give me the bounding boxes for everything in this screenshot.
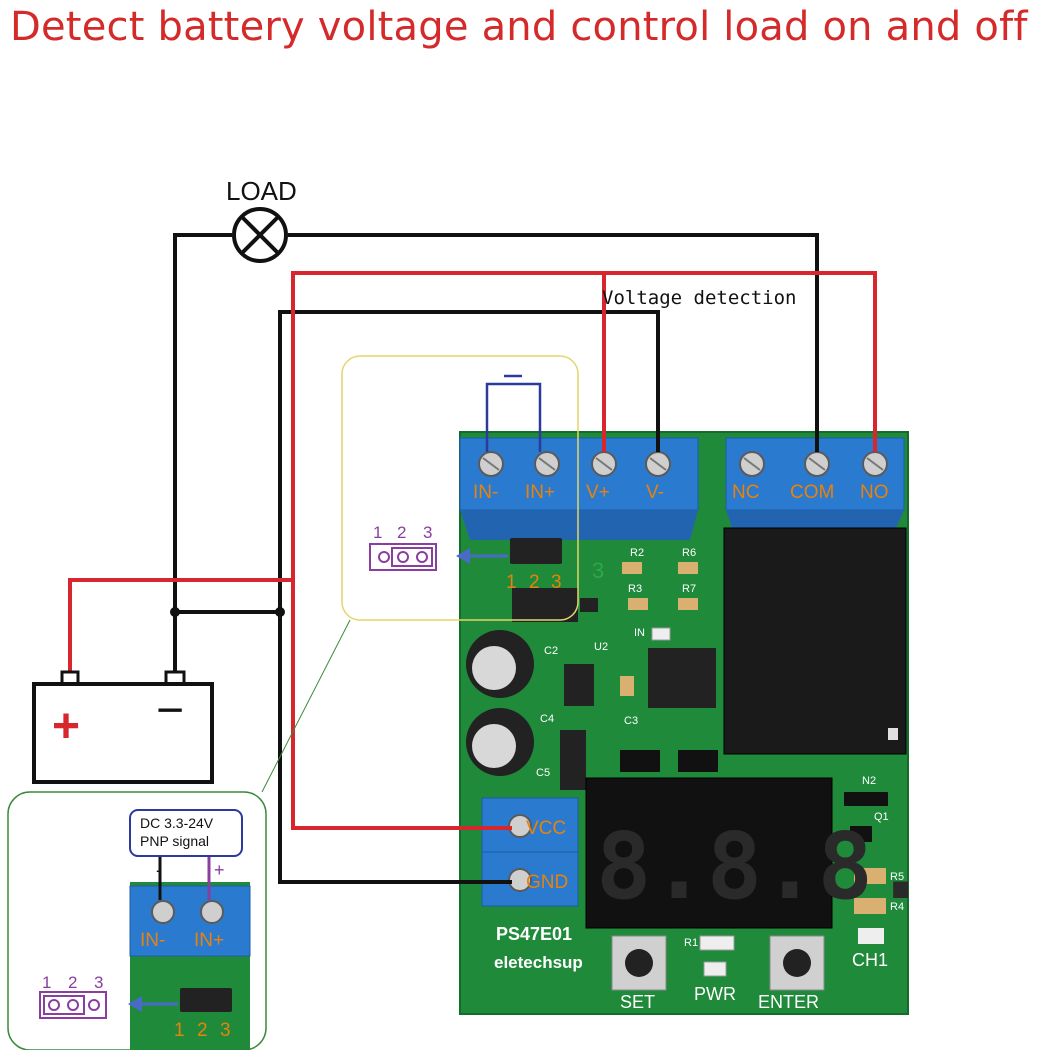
silk-c2: C2 [544,645,558,657]
terminal-label-in-plus: IN+ [525,482,555,503]
inset-board-pin-3: 3 [220,1020,231,1041]
battery-icon [32,670,214,784]
inset-board-pin-1: 1 [174,1020,185,1041]
jumper-header [510,538,562,564]
capacitor-1 [466,630,534,698]
wire-battery-plus-red [68,578,293,672]
inset-jumper-pin-3: 3 [94,973,103,992]
terminal-label-v-minus: V- [646,482,664,503]
display-digits: 8.8.8. [596,813,928,920]
inset-jumper-setting-1-2 [39,991,107,1019]
voltage-detection-label: Voltage detection [602,287,796,309]
battery-plus-sign: + [52,700,80,753]
wire-no-red [293,271,877,452]
jumper-pin-1: 1 [373,523,382,542]
button-label-set: SET [620,992,655,1012]
silk-c3: C3 [624,715,638,727]
button-label-pwr: PWR [694,984,736,1004]
indicator-label-ch1: CH1 [852,950,888,970]
wire-in-short [485,382,542,452]
inset-terminal-block [129,885,251,957]
wire-gnd-black [278,310,660,884]
terminal-label-vcc: VCC [526,818,566,839]
terminal-label-gnd: GND [526,872,568,893]
jumper-pin-3: 3 [423,523,432,542]
silk-c4: C4 [540,713,554,725]
jumper-highlight-box [341,355,579,621]
board-pin-3: 3 [551,572,562,593]
wire-load-to-battery-minus [173,233,232,672]
load-lamp-icon [232,207,288,263]
inset-arrow-left-icon [128,996,178,1012]
jumper-pin-2: 2 [397,523,406,542]
silk-r5: R5 [890,871,904,883]
silk-r4: R4 [890,901,904,913]
inset-board-pin-2: 2 [197,1020,208,1041]
silk-r1: R1 [684,937,698,949]
board-brand: eletechsup [494,953,583,972]
jumper-setting-2-3 [369,543,437,571]
silk-n2: N2 [862,775,876,787]
terminal-label-nc: NC [732,482,759,503]
silk-q1: Q1 [874,811,889,823]
page-title: Detect battery voltage and control load … [10,4,1028,50]
silk-in: IN [634,627,645,639]
board-pin-2: 2 [529,572,540,593]
relay [723,527,907,755]
terminal-label-v-plus: V+ [586,482,610,503]
load-label: LOAD [226,176,297,206]
arrow-left-icon [456,548,508,564]
silk-r3: R3 [628,583,642,595]
pnp-signal-voltage: DC 3.3-24V [140,815,214,831]
wire-load-to-com [288,233,819,452]
silk-r2: R2 [630,547,644,559]
pnp-signal-box [129,809,243,857]
board-pin-1: 1 [506,572,517,593]
seven-segment-display [585,777,833,929]
board-model: PS47E01 [496,924,572,944]
silk-c5: C5 [536,767,550,779]
pnp-signal-type: PNP signal [140,833,209,849]
pwr-led [699,935,735,951]
button-label-enter: ENTER [758,992,819,1012]
set-button[interactable] [611,935,667,991]
terminal-label-com: COM [790,482,834,503]
silk-r6: R6 [682,547,696,559]
power-terminal-block [481,797,579,907]
inset-jumper-pin-1: 1 [42,973,51,992]
inset-terminal-in-minus: IN- [140,930,165,951]
capacitor-2 [466,708,534,776]
silk-r7: R7 [682,583,696,595]
inset-sign-plus: + [214,860,225,880]
inset-terminal-in-plus: IN+ [194,930,224,951]
battery-minus-sign: − [156,684,184,737]
inset-jumper-pin-2: 2 [68,973,77,992]
enter-button[interactable] [769,935,825,991]
terminal-label-in-minus: IN- [473,482,498,503]
inset-sign-minus: - [156,860,162,880]
silk-u2: U2 [594,641,608,653]
terminal-label-no: NO [860,482,889,503]
silk-3: 3 [592,558,604,583]
